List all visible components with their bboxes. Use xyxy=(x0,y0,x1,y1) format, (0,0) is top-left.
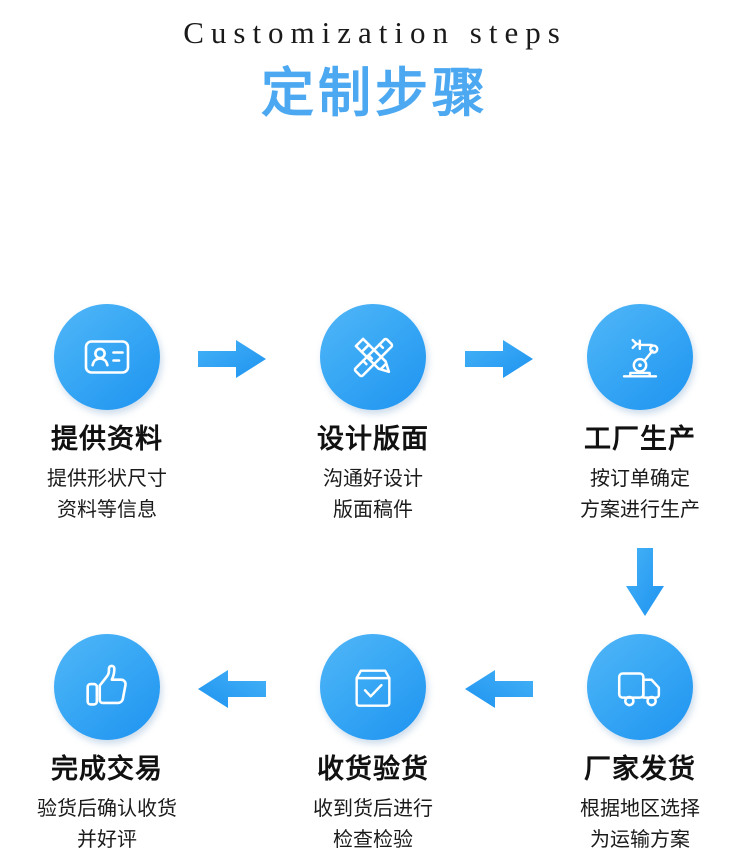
step-5-desc-line-1: 收到货后进行 xyxy=(313,795,433,820)
step-6-description: 验货后确认收货 并好评 xyxy=(0,793,232,855)
step-1-desc-line-2: 资料等信息 xyxy=(57,496,157,521)
step-item-3: 工厂生产 按订单确定 方案进行生产 xyxy=(515,303,750,525)
arrow-right-icon-step2-to-step3 xyxy=(463,337,535,381)
step-3-title: 工厂生产 xyxy=(584,423,696,455)
step-4-title: 厂家发货 xyxy=(584,753,696,785)
pencil-ruler-icon xyxy=(344,328,402,386)
step-2-title: 设计版面 xyxy=(317,423,429,455)
step-1-description: 提供形状尺寸 资料等信息 xyxy=(0,463,232,525)
arrow-left-icon-step5-to-step6 xyxy=(196,667,268,711)
box-check-icon xyxy=(345,659,401,715)
page-title-chinese: 定制步骤 xyxy=(261,63,489,125)
step-6-desc-line-2: 并好评 xyxy=(77,826,137,851)
step-3-desc-line-2: 方案进行生产 xyxy=(580,496,700,521)
step-item-2: 设计版面 沟通好设计 版面稿件 xyxy=(248,303,498,525)
arrow-right-icon-step1-to-step2 xyxy=(196,337,268,381)
step-6-desc-line-1: 验货后确认收货 xyxy=(37,795,177,820)
step-4-icon-circle xyxy=(587,633,693,740)
page-title-block: Customization steps 定制步骤 xyxy=(0,0,750,126)
step-2-desc-line-2: 版面稿件 xyxy=(333,496,413,521)
step-item-1: 提供资料 提供形状尺寸 资料等信息 xyxy=(0,303,232,525)
step-item-5: 收货验货 收到货后进行 检查检验 xyxy=(248,633,498,855)
page-title-english: Customization steps xyxy=(183,15,567,50)
step-5-desc-line-2: 检查检验 xyxy=(333,826,413,851)
arrow-down-icon-step3-to-step4 xyxy=(623,546,667,618)
step-5-title: 收货验货 xyxy=(317,753,429,785)
step-1-title: 提供资料 xyxy=(51,423,163,455)
arrow-left-icon-step4-to-step5 xyxy=(463,667,535,711)
step-4-desc-line-2: 为运输方案 xyxy=(590,826,690,851)
step-3-desc-line-1: 按订单确定 xyxy=(590,465,690,490)
step-5-icon-circle xyxy=(320,633,426,740)
step-4-desc-line-1: 根据地区选择 xyxy=(580,795,700,820)
step-2-description: 沟通好设计 版面稿件 xyxy=(248,463,498,525)
step-1-icon-circle xyxy=(54,303,160,410)
thumbs-up-icon xyxy=(78,658,136,716)
step-1-desc-line-1: 提供形状尺寸 xyxy=(47,465,167,490)
step-6-icon-circle xyxy=(54,633,160,740)
step-2-icon-circle xyxy=(320,303,426,410)
id-card-icon xyxy=(77,327,137,387)
step-item-4: 厂家发货 根据地区选择 为运输方案 xyxy=(515,633,750,855)
steps-flow-diagram: 提供资料 提供形状尺寸 资料等信息 xyxy=(0,126,750,851)
step-2-desc-line-1: 沟通好设计 xyxy=(323,465,423,490)
delivery-truck-icon xyxy=(611,658,669,716)
step-3-icon-circle xyxy=(587,303,693,410)
step-4-description: 根据地区选择 为运输方案 xyxy=(515,793,750,855)
step-5-description: 收到货后进行 检查检验 xyxy=(248,793,498,855)
step-6-title: 完成交易 xyxy=(51,753,163,785)
robot-arm-icon xyxy=(611,328,669,386)
step-3-description: 按订单确定 方案进行生产 xyxy=(515,463,750,525)
